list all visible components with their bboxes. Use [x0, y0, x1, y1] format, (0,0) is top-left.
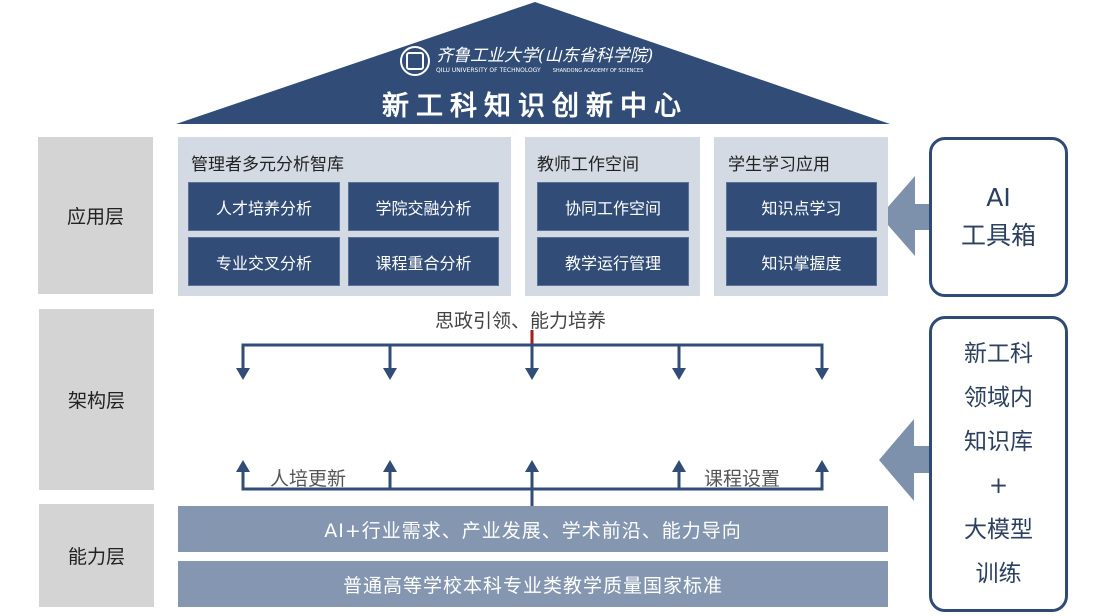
app-item-major-cross-analysis[interactable]: 专业交叉分析 [188, 237, 340, 286]
ai-toolbox-line: 工具箱 [960, 221, 1036, 250]
university-logo [400, 46, 430, 76]
knowledge-base-line: + [988, 473, 1009, 499]
capability-bar-national-standard: 普通高等学校本科专业类教学质量国家标准 [178, 561, 888, 607]
app-item-course-overlap-analysis[interactable]: 课程重合分析 [348, 237, 499, 286]
panel-title: 学生学习应用 [728, 155, 830, 175]
knowledge-base-line: 训练 [975, 561, 1022, 587]
layer-label-architecture: 架构层 [39, 309, 154, 490]
university-name-row: 齐鲁工业大学(山东省科学院) [436, 42, 654, 66]
app-item-knowledge-mastery[interactable]: 知识掌握度 [726, 237, 877, 286]
arrow-down-icon [672, 368, 686, 380]
knowledge-base-line: 领域内 [964, 385, 1033, 411]
app-item-teaching-ops[interactable]: 教学运行管理 [537, 237, 689, 286]
app-item-talent-analysis[interactable]: 人才培养分析 [188, 182, 340, 231]
ai-toolbox-box: AI 工具箱 [929, 137, 1068, 297]
roof-triangle [176, 2, 890, 124]
seal-icon [406, 52, 424, 70]
arrow-up-icon [383, 460, 397, 472]
bottom-flow-label-right: 课程设置 [704, 468, 781, 490]
arrow-down-icon [525, 368, 539, 380]
university-name-en-row: QILU UNIVERSITY OF TECHNOLOGY SHANDONG A… [436, 66, 643, 76]
arrow-up-icon [525, 460, 539, 472]
arrow-up-icon [815, 460, 829, 472]
top-flow-label: 思政引领、能力培养 [435, 310, 607, 332]
knowledge-base-arrow [879, 419, 930, 501]
app-item-college-fusion-analysis[interactable]: 学院交融分析 [348, 182, 499, 231]
arrow-down-icon [815, 368, 829, 380]
university-name-en-left: QILU UNIVERSITY OF TECHNOLOGY [436, 67, 541, 74]
panel-manager-think-tank: 管理者多元分析智库 人才培养分析 学院交融分析 专业交叉分析 课程重合分析 [178, 137, 511, 296]
capability-bar-industry: AI+行业需求、产业发展、学术前沿、能力导向 [178, 506, 888, 552]
arrow-down-icon [383, 368, 397, 380]
app-item-knowledge-learning[interactable]: 知识点学习 [726, 182, 877, 231]
center-title: 新工科知识创新中心 [382, 91, 688, 122]
panel-teacher-workspace: 教师工作空间 协同工作空间 教学运行管理 [525, 137, 700, 296]
knowledge-base-line: 知识库 [964, 429, 1033, 455]
app-item-collab-workspace[interactable]: 协同工作空间 [537, 182, 689, 231]
layer-label-capability: 能力层 [39, 504, 154, 607]
university-name-en-right: SHANDONG ACADEMY OF SCIENCES [552, 68, 644, 74]
knowledge-base-line: 新工科 [964, 341, 1033, 367]
arrow-up-icon [236, 460, 250, 472]
arrow-down-icon [236, 368, 250, 380]
bottom-flow-label-left: 人培更新 [270, 468, 347, 490]
arrow-up-icon [672, 460, 686, 472]
panel-student-learning: 学生学习应用 知识点学习 知识掌握度 [714, 137, 888, 296]
knowledge-base-box: 新工科 领域内 知识库 + 大模型 训练 [929, 316, 1068, 612]
ai-toolbox-line: AI [986, 183, 1011, 212]
university-name: 齐鲁工业大学(山东省科学院) [436, 45, 654, 66]
layer-label-application: 应用层 [38, 137, 153, 294]
panel-title: 管理者多元分析智库 [191, 155, 344, 175]
ai-toolbox-arrow [880, 176, 930, 256]
panel-title: 教师工作空间 [537, 155, 639, 175]
knowledge-base-line: 大模型 [964, 517, 1033, 543]
